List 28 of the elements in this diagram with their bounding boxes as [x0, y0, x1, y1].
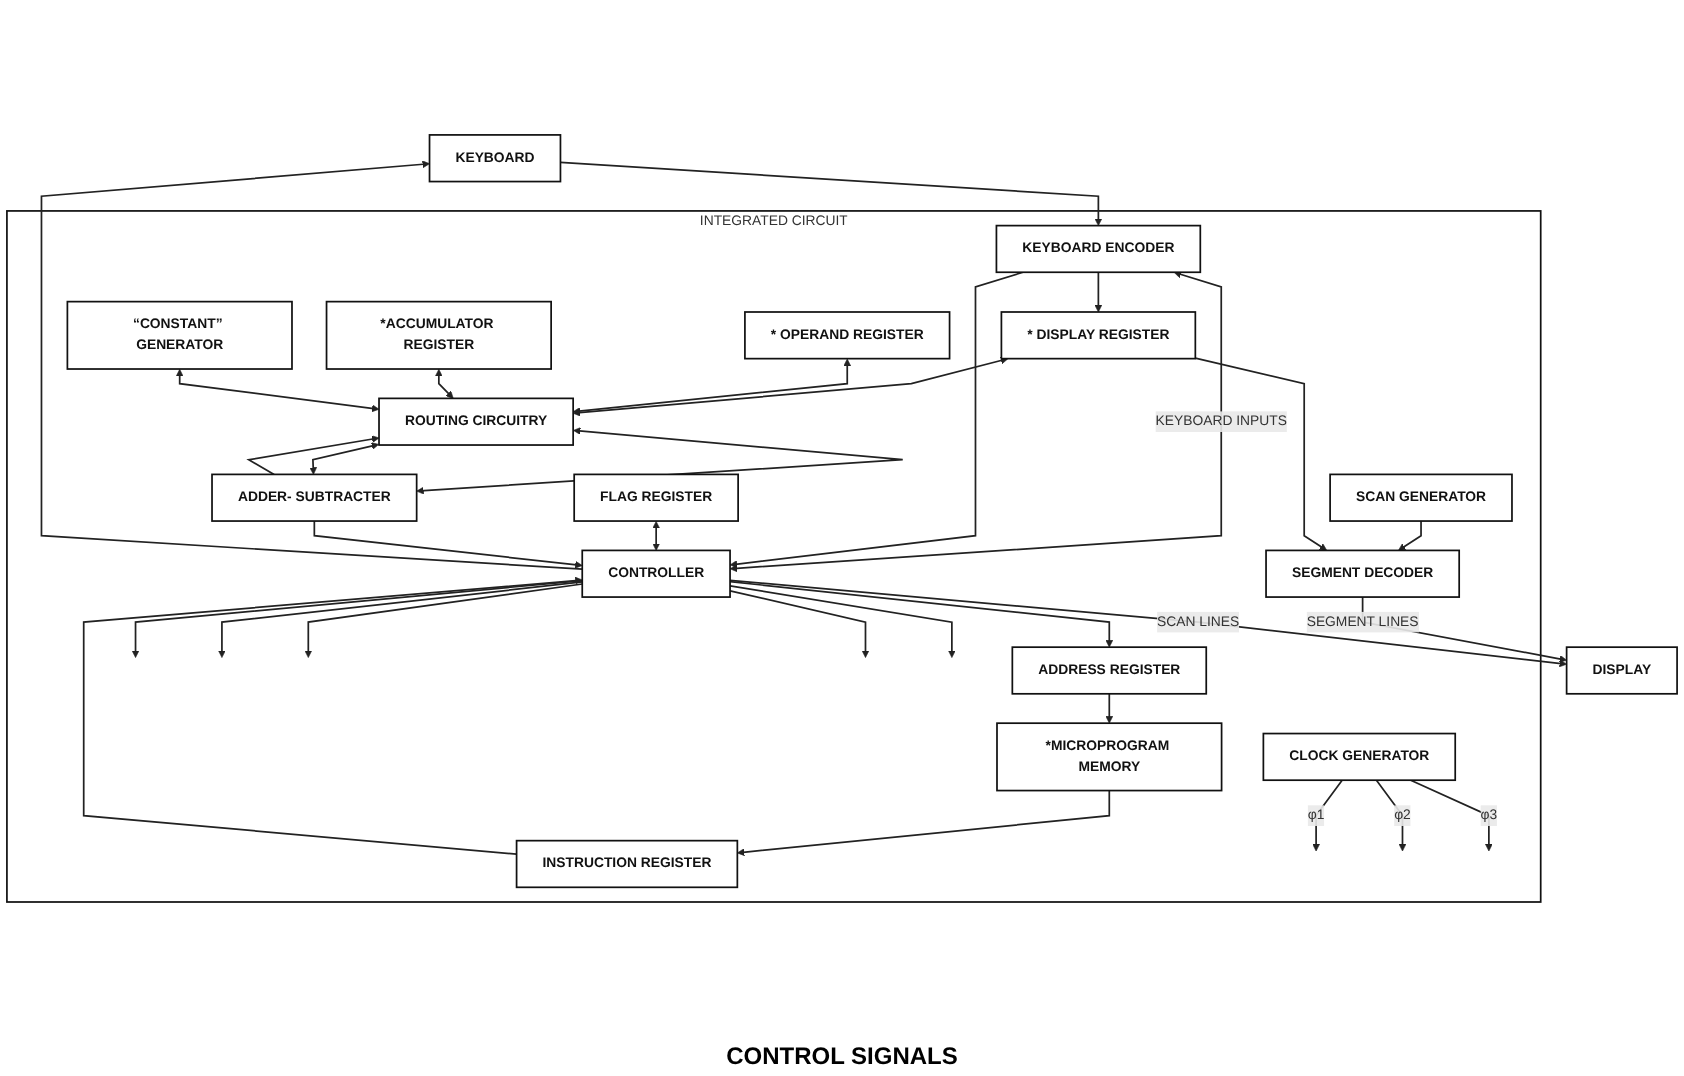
- arrow: [175, 368, 380, 412]
- arrow: [729, 580, 1114, 648]
- arrow: [729, 589, 870, 658]
- arrow: [82, 576, 583, 855]
- arrow: [737, 789, 1111, 856]
- arrow: [1105, 692, 1114, 724]
- arrow: [729, 584, 956, 658]
- arrow: [559, 161, 1103, 226]
- arrow: [652, 520, 660, 551]
- arrow: [572, 356, 1009, 416]
- arrow: [1409, 778, 1493, 851]
- arrow: [40, 160, 584, 570]
- arrow: [246, 434, 380, 475]
- arrow: [218, 580, 584, 658]
- arrow: [572, 358, 852, 415]
- arrow: [729, 579, 1567, 667]
- arrow: [309, 441, 379, 475]
- arrow: [131, 579, 584, 658]
- arrow: [1312, 778, 1343, 851]
- arrow: [1094, 270, 1103, 312]
- arrow: [1194, 356, 1328, 551]
- arrow: [304, 582, 584, 658]
- arrow: [729, 270, 1223, 572]
- note-label: CONTROL SIGNALS: [726, 1042, 958, 1070]
- arrow: [435, 368, 454, 399]
- arrow: [313, 519, 583, 569]
- arrow: [1398, 519, 1422, 551]
- arrow: [729, 270, 1024, 568]
